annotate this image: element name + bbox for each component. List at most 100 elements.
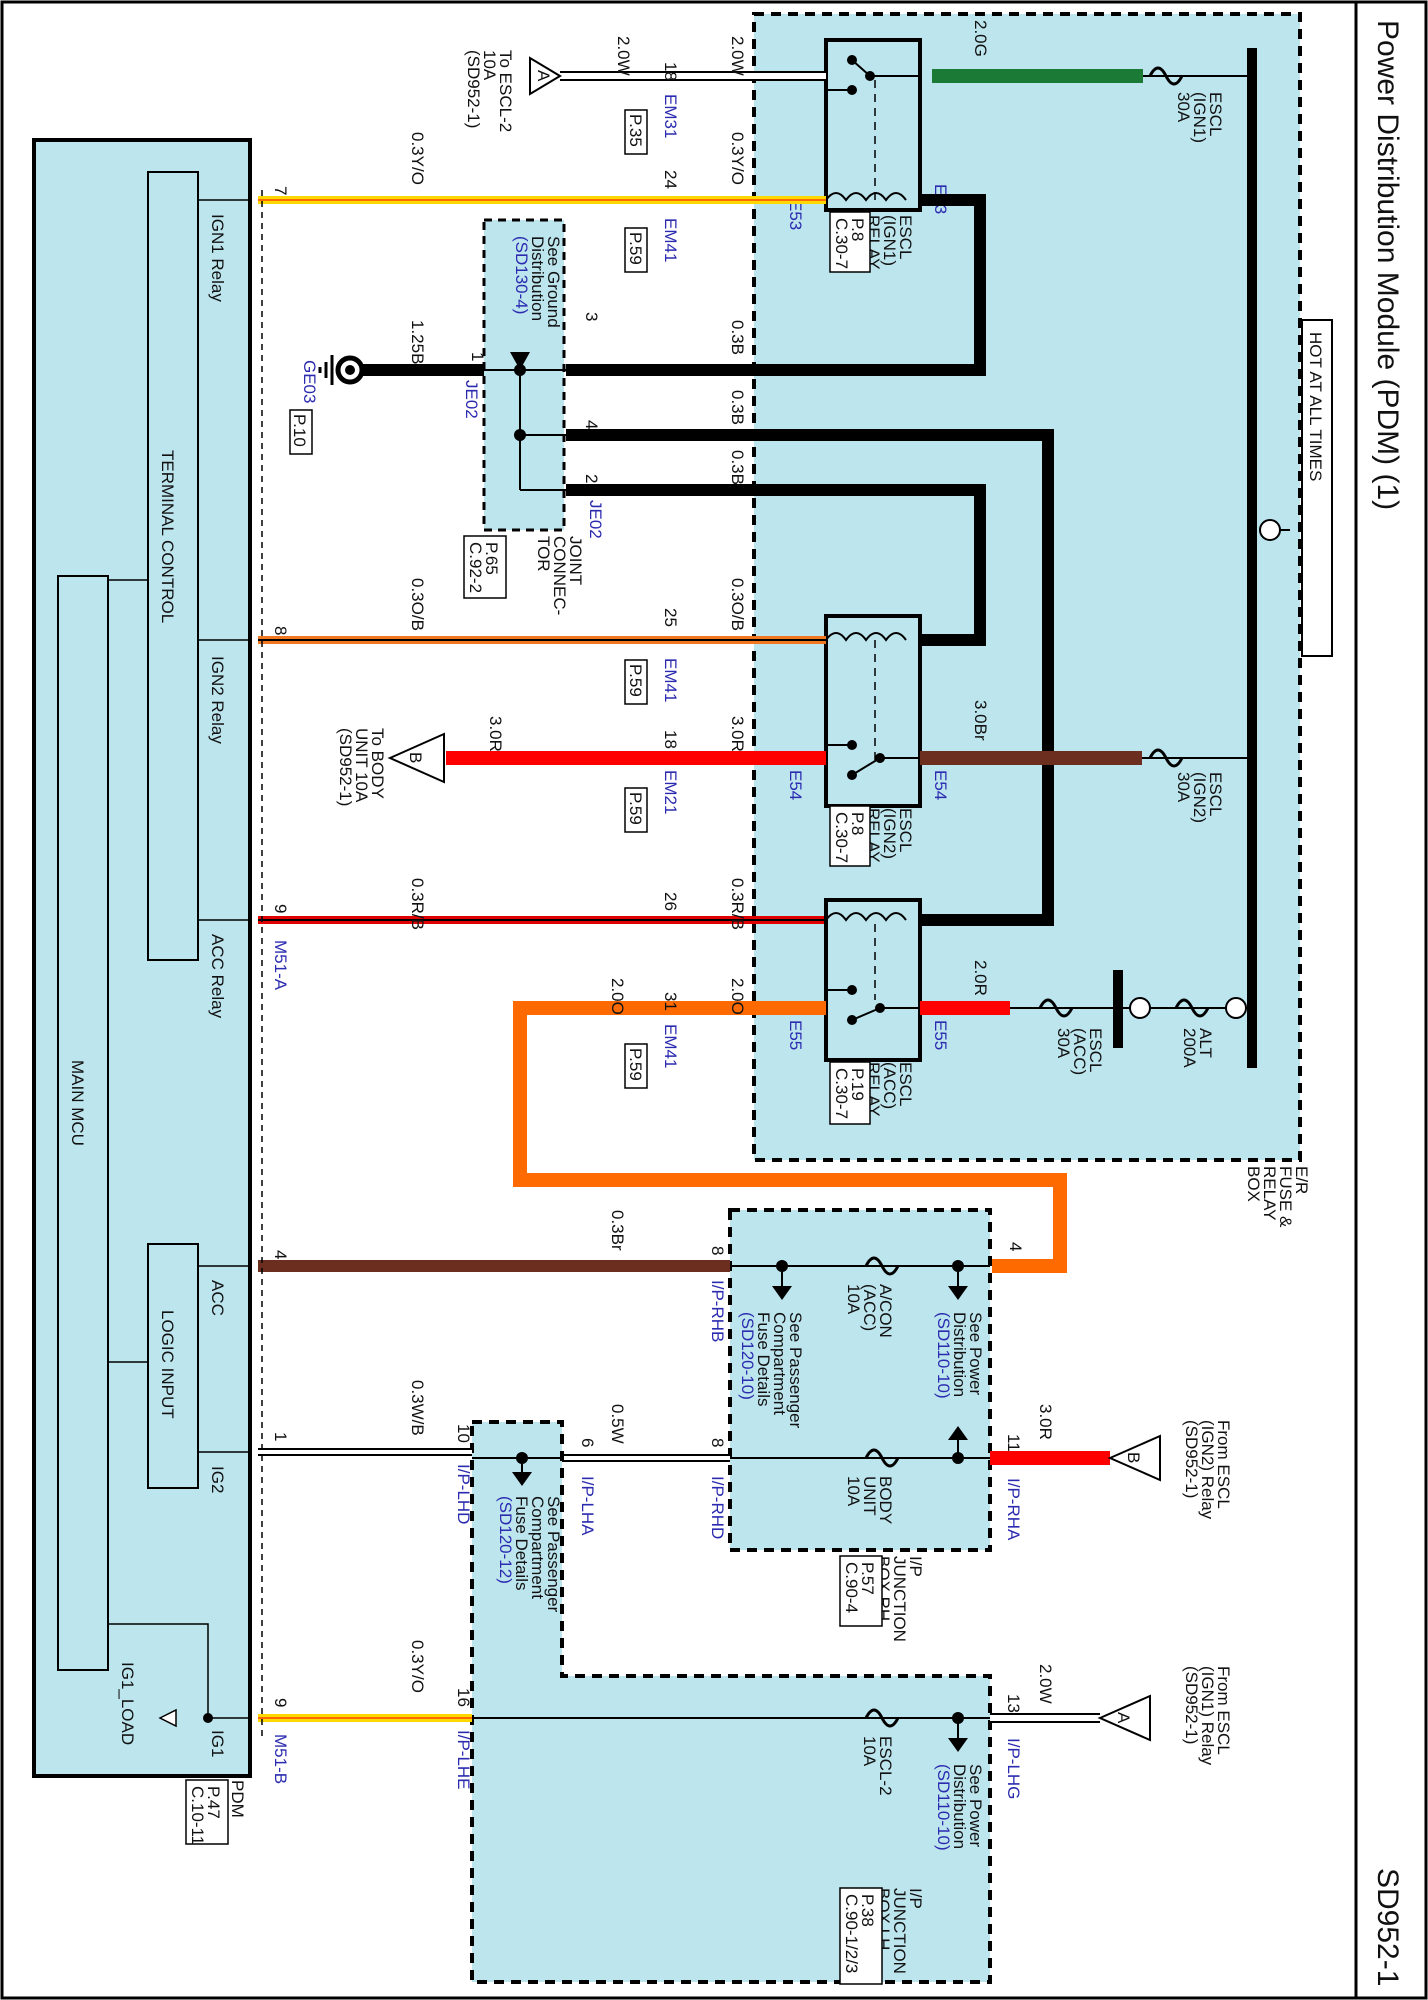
svg-text:EM41: EM41	[661, 218, 680, 262]
ig1-load-arrow-icon	[158, 1708, 177, 1728]
svg-text:To ESCL-2: To ESCL-2	[496, 50, 515, 132]
relay-escl-ign2	[824, 614, 922, 808]
svg-text:2.0W: 2.0W	[728, 36, 747, 76]
svg-text:7: 7	[271, 186, 290, 195]
fuse-escl-ign2-icon	[1148, 748, 1184, 768]
svg-text:JUNCTION: JUNCTION	[890, 1888, 909, 1974]
svg-text:8: 8	[271, 626, 290, 635]
svg-text:RELAY: RELAY	[1260, 1166, 1279, 1221]
page-code: SD952-1	[1371, 1868, 1404, 1986]
svg-text:ACC Relay: ACC Relay	[208, 934, 227, 1019]
svg-text:I/P-LHA: I/P-LHA	[578, 1476, 597, 1536]
svg-text:UNIT: UNIT	[860, 1476, 879, 1516]
svg-text:A: A	[1114, 1712, 1133, 1724]
svg-text:Compartment: Compartment	[528, 1496, 547, 1599]
svg-text:0.3Y/O: 0.3Y/O	[408, 1640, 427, 1693]
svg-text:10: 10	[454, 1424, 473, 1443]
svg-text:(SD952-1): (SD952-1)	[336, 728, 355, 806]
fuse-acon-acc-icon	[864, 1256, 900, 1276]
svg-text:ALT: ALT	[1196, 1028, 1215, 1058]
svg-text:2.0G: 2.0G	[971, 20, 990, 57]
svg-text:200A: 200A	[1180, 1028, 1199, 1068]
main-mcu-block	[57, 575, 109, 1671]
svg-text:10A: 10A	[860, 1736, 879, 1767]
svg-text:30A: 30A	[1054, 1028, 1073, 1059]
svg-text:JE02: JE02	[586, 500, 605, 539]
offpage-b-to-body-unit	[387, 732, 445, 784]
svg-text:A/CON: A/CON	[876, 1284, 895, 1338]
svg-text:0.3Y/O: 0.3Y/O	[408, 132, 427, 185]
svg-text:(ACC): (ACC)	[860, 1284, 879, 1331]
svg-text:IG1: IG1	[208, 1730, 227, 1757]
er-box-label: E/R FUSE & RELAY BOX	[1244, 1166, 1311, 1228]
svg-text:0.3B: 0.3B	[728, 390, 747, 425]
svg-text:E/R: E/R	[1292, 1166, 1311, 1194]
svg-text:10A: 10A	[844, 1284, 863, 1315]
svg-text:0.3B: 0.3B	[728, 320, 747, 355]
page-title: Power Distribution Module (PDM) (1)	[1371, 20, 1404, 510]
svg-text:I/P-RHB: I/P-RHB	[708, 1280, 727, 1342]
svg-text:(SD120-10): (SD120-10)	[738, 1312, 757, 1400]
offpage-a-from-escl-ign1	[1097, 1694, 1151, 1742]
svg-text:31: 31	[661, 992, 680, 1011]
svg-text:C.10-11: C.10-11	[188, 1786, 207, 1845]
svg-text:ESCL: ESCL	[1086, 1028, 1105, 1072]
svg-text:JOINT: JOINT	[566, 536, 585, 585]
ground-ref-arrow-icon	[510, 352, 530, 370]
svg-text:E54: E54	[786, 770, 805, 800]
svg-text:E53: E53	[786, 200, 805, 230]
svg-text:ESCL-2: ESCL-2	[876, 1736, 895, 1796]
svg-text:See Power: See Power	[966, 1312, 985, 1395]
svg-text:30A: 30A	[1174, 92, 1193, 123]
svg-text:3.0R: 3.0R	[728, 716, 747, 752]
svg-text:(IGN1): (IGN1)	[880, 215, 899, 266]
svg-text:LOGIC INPUT: LOGIC INPUT	[158, 1310, 177, 1419]
svg-text:FUSE &: FUSE &	[1276, 1166, 1295, 1228]
svg-text:E55: E55	[786, 1020, 805, 1050]
svg-text:2.0O: 2.0O	[608, 978, 627, 1015]
svg-text:See Power: See Power	[966, 1764, 985, 1847]
svg-text:EM41: EM41	[661, 1024, 680, 1068]
svg-text:0.5W: 0.5W	[608, 1404, 627, 1444]
svg-text:8: 8	[708, 1438, 727, 1447]
svg-text:See Passenger: See Passenger	[786, 1312, 805, 1429]
svg-text:I/P-RHA: I/P-RHA	[1004, 1478, 1023, 1541]
svg-text:IG1_LOAD: IG1_LOAD	[118, 1662, 137, 1745]
svg-text:1.25B: 1.25B	[408, 320, 427, 364]
svg-text:ESCL: ESCL	[1206, 772, 1225, 816]
svg-text:GE03: GE03	[300, 360, 319, 403]
logic-input-block	[147, 1243, 199, 1489]
svg-text:(ACC): (ACC)	[880, 1062, 899, 1109]
svg-text:2.0O: 2.0O	[728, 978, 747, 1015]
svg-text:To BODY: To BODY	[368, 728, 387, 799]
svg-text:IGN2 Relay: IGN2 Relay	[208, 656, 227, 744]
svg-text:30A: 30A	[1174, 772, 1193, 803]
ip-rh-label: I/P JUNCTION BOX RH	[874, 1556, 925, 1642]
svg-text:2.0W: 2.0W	[614, 36, 633, 76]
fuse-escl-acc-label: ESCL (ACC) 30A	[1054, 1028, 1105, 1075]
svg-text:0.3R/B: 0.3R/B	[408, 878, 427, 930]
svg-text:10A: 10A	[480, 50, 499, 81]
svg-text:(ACC): (ACC)	[1070, 1028, 1089, 1075]
svg-text:9: 9	[271, 904, 290, 913]
svg-text:3.0Br: 3.0Br	[971, 700, 990, 741]
svg-text:B: B	[1124, 1452, 1143, 1463]
terminal-control-block	[147, 171, 199, 961]
svg-text:C.90-1/2/3: C.90-1/2/3	[842, 1894, 861, 1973]
svg-text:P.38: P.38	[858, 1894, 877, 1927]
svg-text:EM31: EM31	[661, 94, 680, 138]
offpage-b-from-escl-ign2	[1107, 1434, 1161, 1482]
wire-0-3b-gnd3	[566, 194, 986, 376]
svg-text:Distribution: Distribution	[950, 1312, 969, 1397]
svg-text:EM21: EM21	[661, 770, 680, 814]
svg-text:P.35: P.35	[626, 114, 645, 147]
svg-text:4: 4	[271, 1250, 290, 1259]
svg-text:MAIN MCU: MAIN MCU	[68, 1060, 87, 1146]
svg-text:9: 9	[271, 1698, 290, 1707]
svg-text:TERMINAL CONTROL: TERMINAL CONTROL	[158, 450, 177, 623]
svg-text:2: 2	[582, 474, 601, 483]
svg-text:18: 18	[661, 62, 680, 81]
svg-text:P.59: P.59	[626, 232, 645, 265]
